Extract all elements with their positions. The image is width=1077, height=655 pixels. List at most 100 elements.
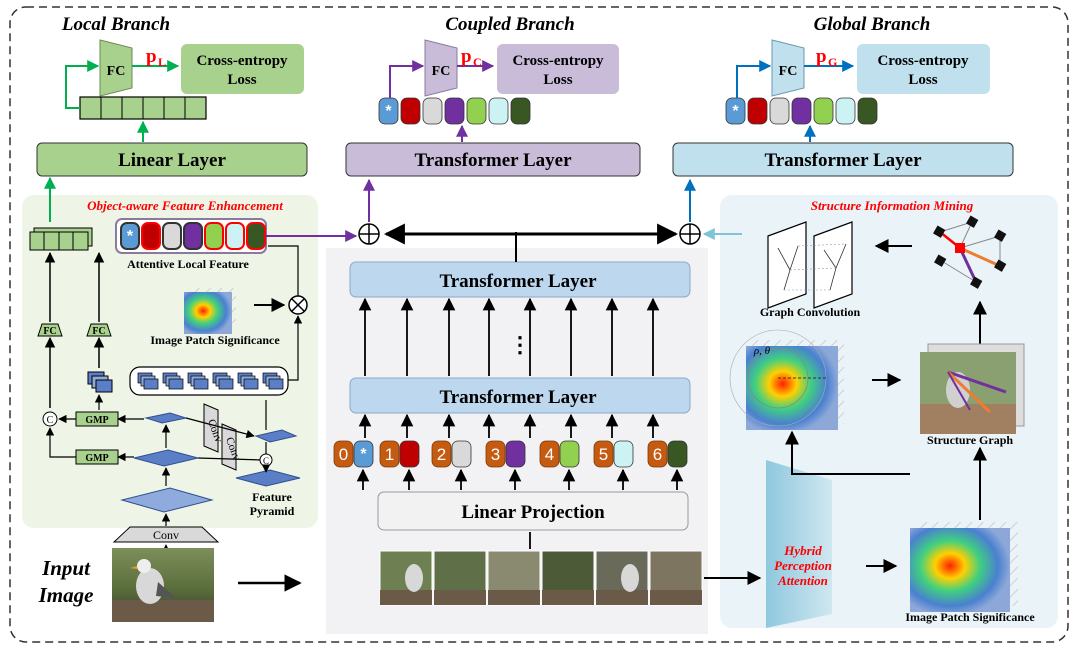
coupled-transformer-box xyxy=(345,142,641,177)
embed-token-0 xyxy=(353,440,374,468)
hpa-line2: Perception xyxy=(774,558,832,573)
embed-token-4 xyxy=(559,440,580,468)
token-6 xyxy=(857,97,878,125)
ofe-significance-map xyxy=(184,288,236,334)
coupled-loss-box xyxy=(497,44,619,94)
coupled-fc-label: FC xyxy=(432,64,451,79)
coupled-sum-icon xyxy=(358,223,380,245)
attentive-token-row: * xyxy=(120,222,266,250)
token-2 xyxy=(422,97,443,125)
patch-ground-3 xyxy=(542,590,594,605)
gmp-top-label: GMP xyxy=(85,415,108,426)
mini-c-4 xyxy=(243,378,259,390)
backbone-top-transformer xyxy=(349,261,691,298)
input-line2: Image xyxy=(38,583,94,607)
embed-token-5 xyxy=(613,440,634,468)
pyramid-to-multiply xyxy=(288,315,303,381)
patch-ground-4 xyxy=(596,590,648,605)
sim-significance-label: Image Patch Significance xyxy=(905,610,1035,624)
token-6 xyxy=(246,222,266,250)
backbone-top-label: Transformer Layer xyxy=(439,271,597,292)
index-label-4: 4 xyxy=(545,445,554,464)
outer-frame xyxy=(9,6,1069,643)
structure-graph-label: Structure Graph xyxy=(927,433,1013,447)
index-box-1 xyxy=(379,440,400,468)
token-1 xyxy=(141,222,161,250)
plane-to-conv-1 xyxy=(185,417,255,439)
global-transformer-box xyxy=(672,142,1014,177)
token-5 xyxy=(488,97,509,125)
sim-significance-map xyxy=(910,522,1018,612)
linear-projection-label: Linear Projection xyxy=(461,502,605,523)
coupled-fc-block xyxy=(424,39,458,97)
backbone-ellipsis: ⋮ xyxy=(509,332,531,357)
plane-to-conv-2 xyxy=(197,457,263,461)
global-loss-line2: Loss xyxy=(908,72,937,88)
feature-pyramid-line1: Feature xyxy=(252,490,292,504)
coupled-token-to-fc xyxy=(389,60,425,98)
token-star-glyph: * xyxy=(127,228,134,245)
mini-c-5 xyxy=(268,378,284,390)
index-box-2 xyxy=(431,440,452,468)
embed-token-6 xyxy=(667,440,688,468)
hpa-block xyxy=(766,460,832,628)
token-4 xyxy=(813,97,834,125)
patch-ground-0 xyxy=(380,590,432,605)
linear-layer-box xyxy=(36,142,308,177)
global-prob: p xyxy=(816,46,827,67)
token-5 xyxy=(835,97,856,125)
embed-token-3 xyxy=(505,440,526,468)
global-sum-icon xyxy=(679,223,701,245)
index-label-3: 3 xyxy=(491,445,500,464)
mini-c-1 xyxy=(168,378,184,390)
token-3 xyxy=(183,222,203,250)
index-label-5: 5 xyxy=(599,445,608,464)
embed-star-glyph: * xyxy=(360,446,367,463)
local-branch-title: Local Branch xyxy=(61,14,170,35)
ofe-fc-left xyxy=(37,323,63,337)
multiply-icon xyxy=(288,295,308,315)
rho-theta-label: ρ, θ xyxy=(753,345,771,357)
significance-to-polar xyxy=(785,430,910,475)
structure-graph-image xyxy=(920,343,1025,434)
local-loss-line2: Loss xyxy=(227,72,256,88)
local-prob: p xyxy=(146,46,157,67)
pyramid-stack-row xyxy=(137,372,284,390)
index-box-4 xyxy=(539,440,560,468)
linear-layer-label: Linear Layer xyxy=(118,150,226,171)
polar-significance-map xyxy=(729,329,844,430)
global-token-row: * xyxy=(725,97,878,125)
token-6 xyxy=(510,97,531,125)
patch-ground-2 xyxy=(488,590,540,605)
backbone-arrows-upper xyxy=(358,297,660,438)
index-box-3 xyxy=(485,440,506,468)
local-feature-vector xyxy=(79,96,207,120)
global-loss-line1: Cross-entropy xyxy=(877,53,969,69)
graph-conv-label: Graph Convolution xyxy=(760,305,861,319)
ofe-fc-right xyxy=(86,323,112,337)
token-0 xyxy=(120,222,140,250)
pooled-feature-stack xyxy=(29,227,93,251)
local-loss-box xyxy=(181,44,304,94)
linear-projection-box xyxy=(377,491,689,531)
mini-c-2 xyxy=(193,378,209,390)
coupled-loss-line2: Loss xyxy=(543,72,572,88)
token-star-glyph: * xyxy=(732,103,739,120)
mini-c-0 xyxy=(143,378,159,390)
multiply-to-attentive xyxy=(268,245,299,296)
concat-left-icon xyxy=(42,411,58,427)
token-2 xyxy=(162,222,182,250)
coupled-branch-title: Coupled Branch xyxy=(445,14,574,35)
token-3 xyxy=(444,97,465,125)
structure-graph-icon xyxy=(933,215,1007,289)
local-loss-line1: Cross-entropy xyxy=(196,53,288,69)
backbone-mid-transformer xyxy=(349,377,691,414)
coupled-loss-line1: Cross-entropy xyxy=(512,53,604,69)
local-fc-block xyxy=(99,39,133,97)
index-box-6 xyxy=(647,440,668,468)
ofe-conv-trapezoid xyxy=(112,526,220,543)
sim-title: Structure Information Mining xyxy=(811,198,974,213)
